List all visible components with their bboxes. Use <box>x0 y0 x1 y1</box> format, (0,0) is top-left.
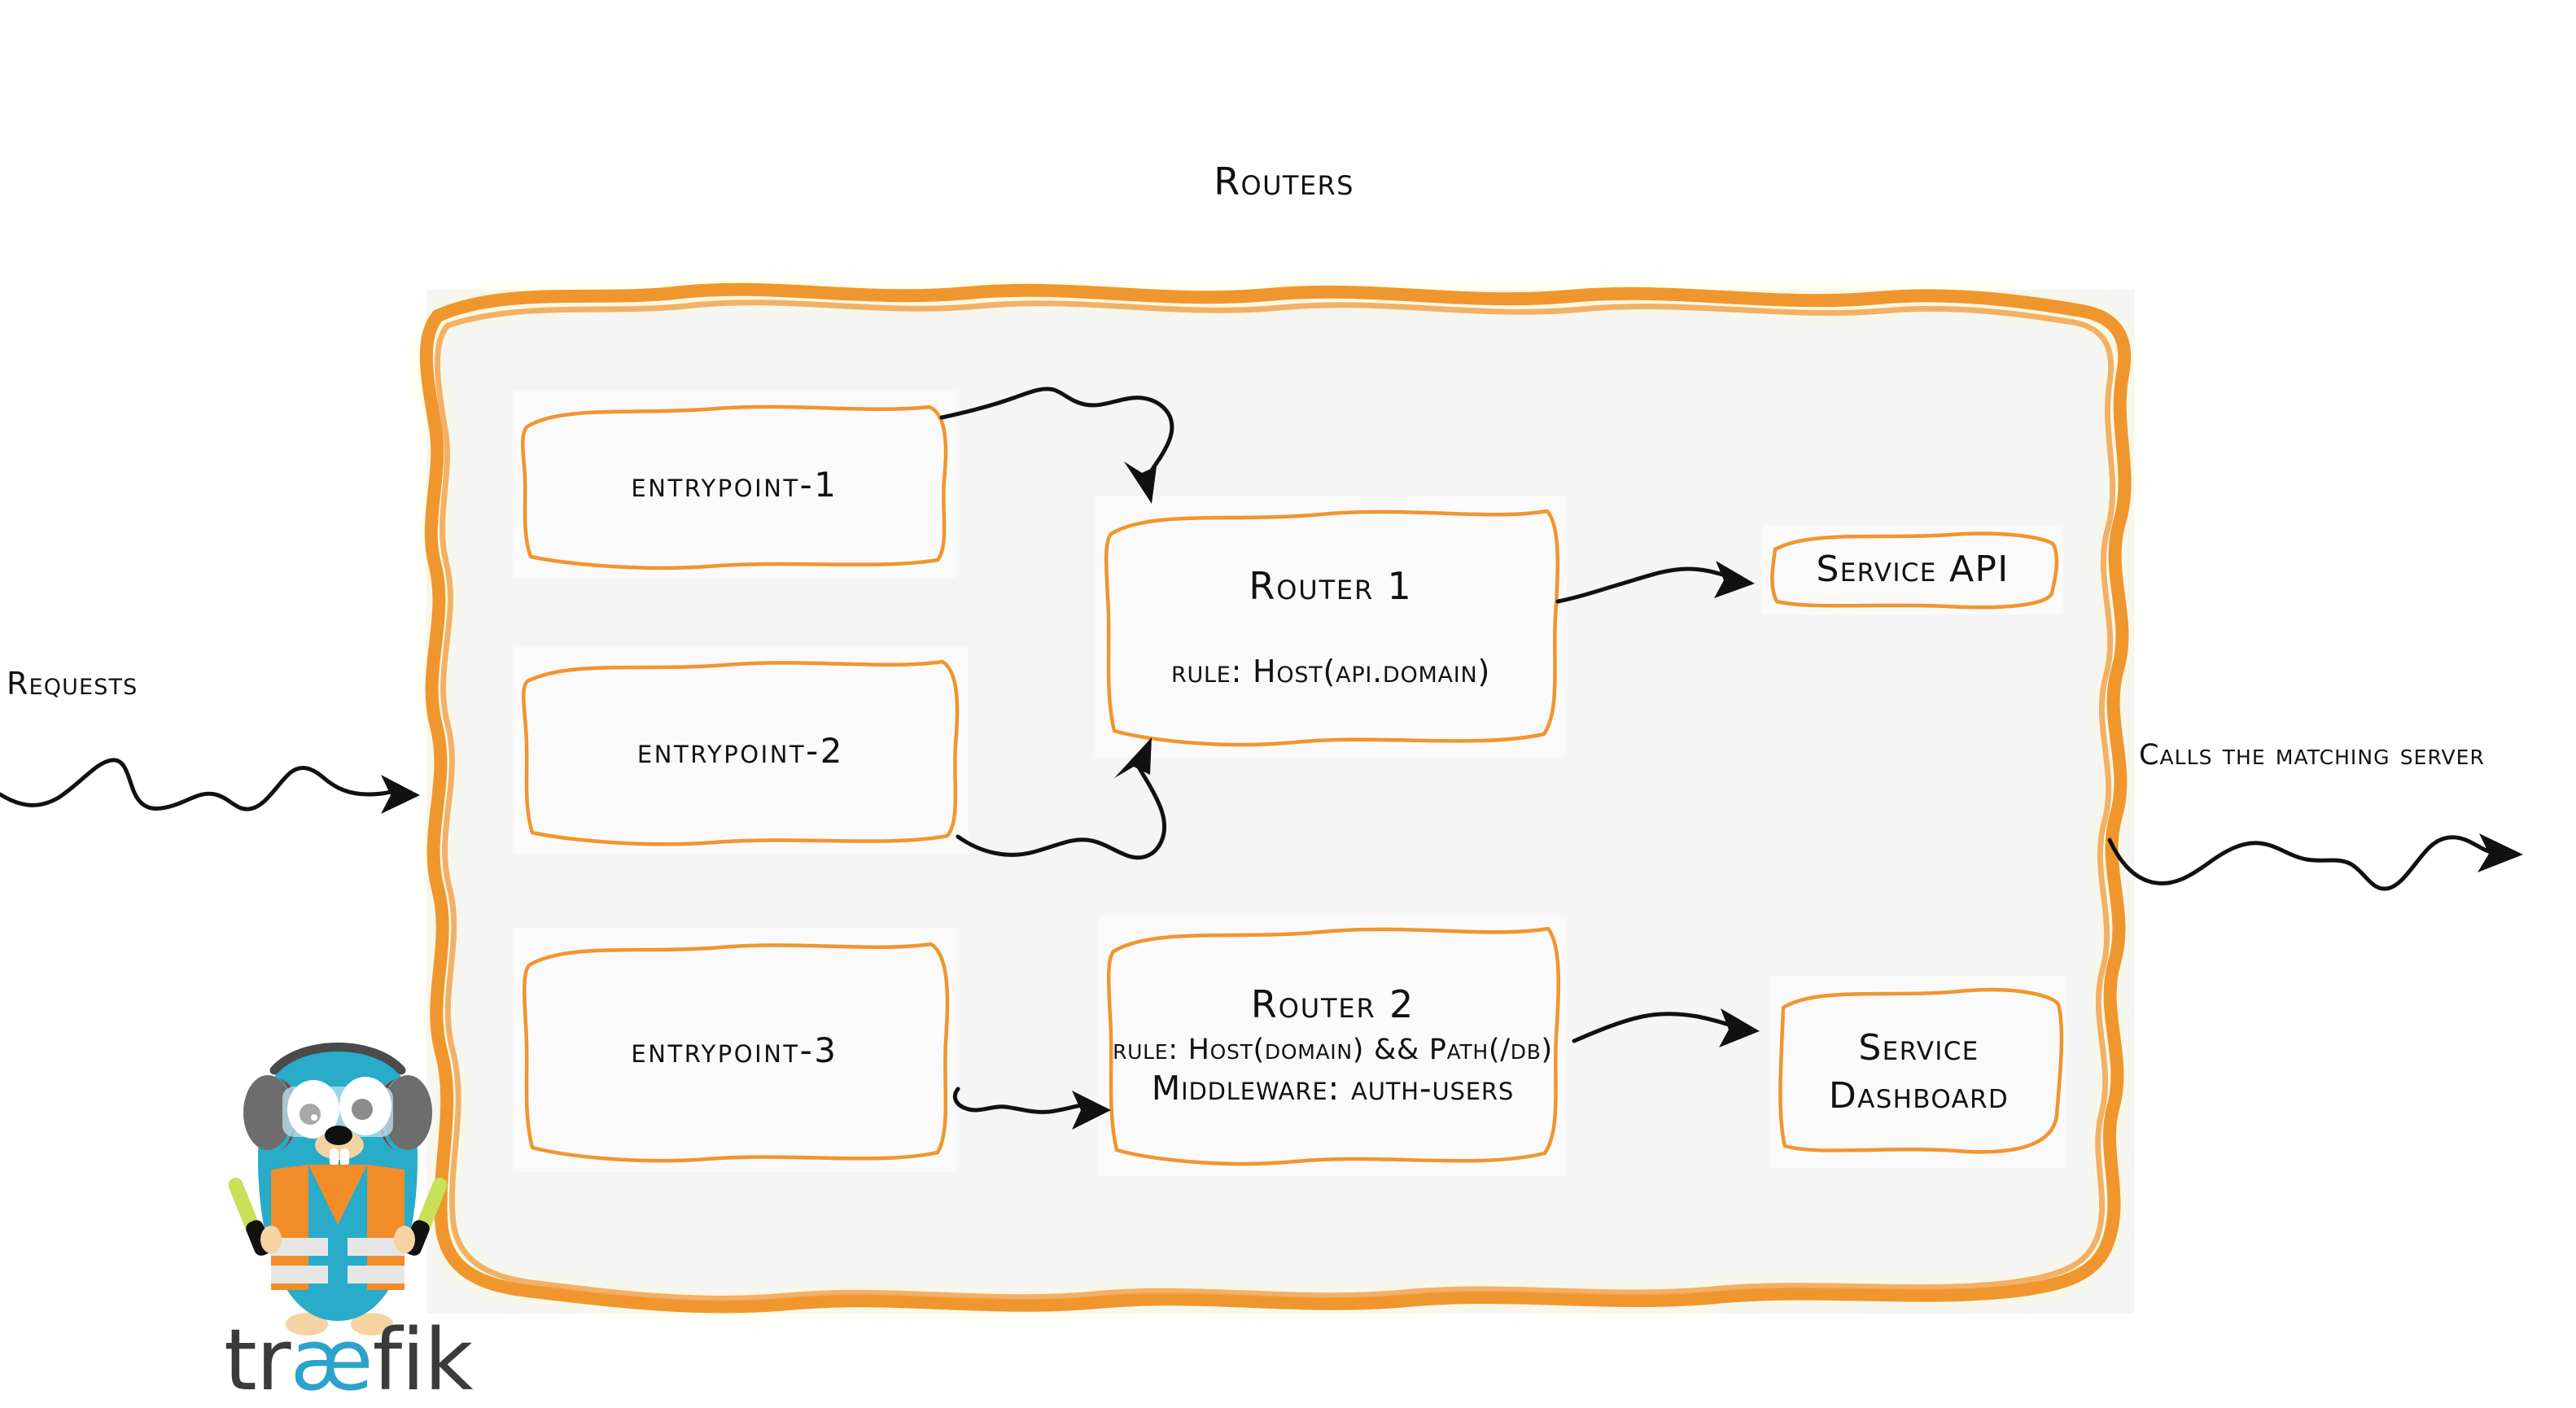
card-outline <box>1770 531 2059 610</box>
card-outline <box>522 942 950 1163</box>
page-title: Routers <box>0 160 2576 203</box>
card-outline <box>1778 987 2064 1154</box>
router-card-2[interactable]: Router 2 rule: Host(domain) && Path(/db)… <box>1099 916 1567 1176</box>
service-card-dashboard[interactable]: Service Dashboard <box>1770 977 2067 1168</box>
router-title: Router 2 <box>1250 982 1415 1026</box>
page-title-text: Routers <box>1214 160 1354 203</box>
entrypoint-label: entrypoint-3 <box>631 1030 838 1070</box>
router-card-1[interactable]: Router 1 rule: Host(api.domain) <box>1095 496 1567 757</box>
service-label-line1: Service <box>1858 1027 1979 1069</box>
entrypoint-card-1[interactable]: entrypoint-1 <box>513 391 956 578</box>
service-label: Service API <box>1816 548 2010 590</box>
traefik-gopher-icon: træfik <box>224 1043 474 1408</box>
entrypoint-card-3[interactable]: entrypoint-3 <box>513 928 956 1172</box>
traefik-wordmark: træfik <box>224 1310 473 1408</box>
requests-label: Requests <box>7 666 138 702</box>
router-title: Router 1 <box>1249 564 1413 608</box>
card-outline <box>1104 509 1560 747</box>
card-outline <box>521 404 948 571</box>
card-outline <box>1106 926 1561 1166</box>
service-label-line2: Dashboard <box>1828 1074 2010 1117</box>
calls-matching-server-label: Calls the matching server <box>2139 739 2485 772</box>
router-middleware: Middleware: auth-users <box>1151 1069 1515 1108</box>
entrypoint-card-2[interactable]: entrypoint-2 <box>513 647 969 855</box>
routers-panel-border <box>419 282 2132 1314</box>
service-card-api[interactable]: Service API <box>1762 525 2063 614</box>
traefik-logo: træfik <box>224 1021 474 1408</box>
entrypoint-label: entrypoint-1 <box>631 464 838 505</box>
router-rule: rule: Host(api.domain) <box>1170 654 1491 689</box>
card-outline <box>522 659 960 846</box>
arrow-calls-matching-server <box>2107 833 2523 891</box>
router-rule: rule: Host(domain) && Path(/db) <box>1113 1033 1553 1066</box>
entrypoint-label: entrypoint-2 <box>636 731 845 771</box>
arrow-requests-in <box>0 758 420 814</box>
